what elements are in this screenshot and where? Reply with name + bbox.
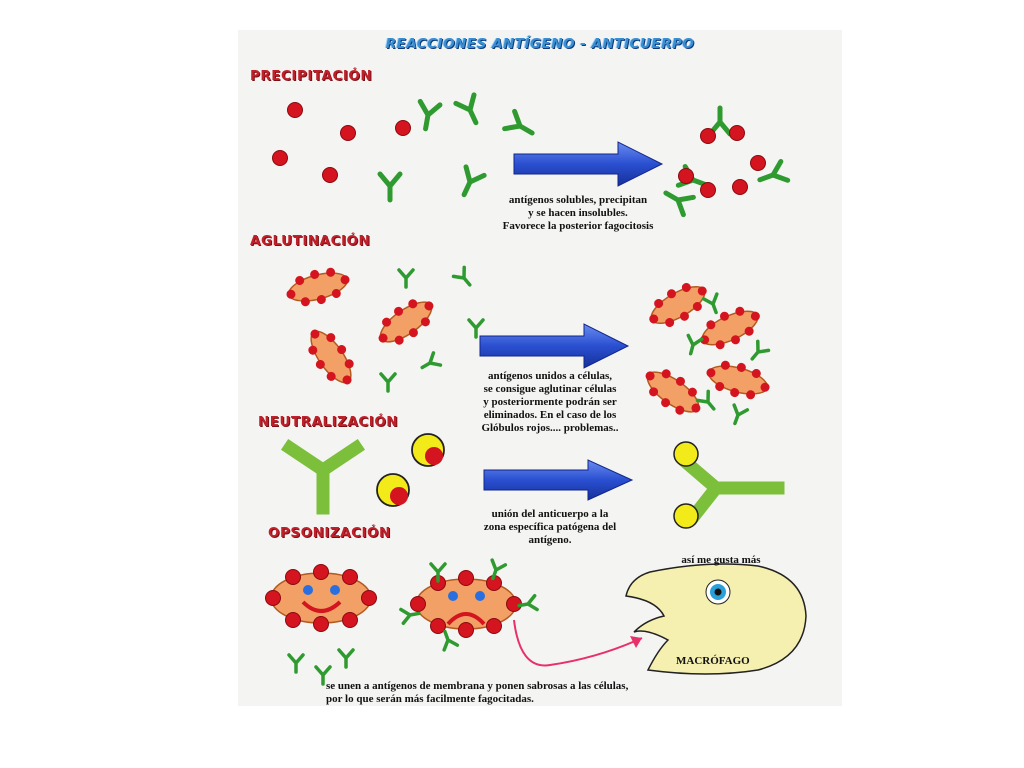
free-antibodies xyxy=(287,648,355,686)
agglutination-cells xyxy=(281,260,444,395)
precipitation-antigens xyxy=(272,102,411,183)
caption-neutralizacion: unión del anticuerpo a la zona específic… xyxy=(483,508,617,546)
neutralization-antibody xyxy=(280,438,366,515)
page-title: REACCIONES ANTÍGENO - ANTICUERPO xyxy=(385,36,695,52)
heading-opsonizacion: OPSONIZACIÓN xyxy=(268,525,391,541)
neutralized-complex xyxy=(673,441,785,529)
diagram-artwork xyxy=(265,30,807,686)
diagram-sheet: REACCIONES ANTÍGENO - ANTICUERPO PRECIPI… xyxy=(238,30,842,706)
heading-neutralizacion: NEUTRALIZACIÓN xyxy=(258,414,399,430)
precipitation-antibodies xyxy=(380,95,537,200)
caption-precipitacion: antígenos solubles, precipitan y se hace… xyxy=(502,194,654,232)
caption-opsonizacion: se unen a antígenos de membrana y ponen … xyxy=(326,680,629,705)
heading-precipitacion: PRECIPITACIÓN xyxy=(250,68,373,84)
heading-aglutinacion: AGLUTINACIÓN xyxy=(250,233,371,249)
macrophage-icon xyxy=(625,563,807,675)
phagocytosis-arrow xyxy=(513,619,643,667)
agglutinated-cluster xyxy=(635,272,775,428)
reaction-arrow-icon xyxy=(513,141,664,187)
opsonization-cell-sad xyxy=(399,558,539,652)
eye-icon xyxy=(705,579,731,605)
reaction-arrow-icon xyxy=(479,323,630,369)
speech-text: así me gusta más xyxy=(681,554,761,566)
precipitate-complex xyxy=(661,108,788,215)
macrophage-label: MACRÓFAGO xyxy=(676,655,750,667)
caption-aglutinacion: antígenos unidos a células, se consigue … xyxy=(481,370,619,434)
reaction-arrow-icon xyxy=(483,459,634,501)
opsonization-cell-happy xyxy=(265,564,377,632)
neutralization-antigens xyxy=(376,433,445,507)
